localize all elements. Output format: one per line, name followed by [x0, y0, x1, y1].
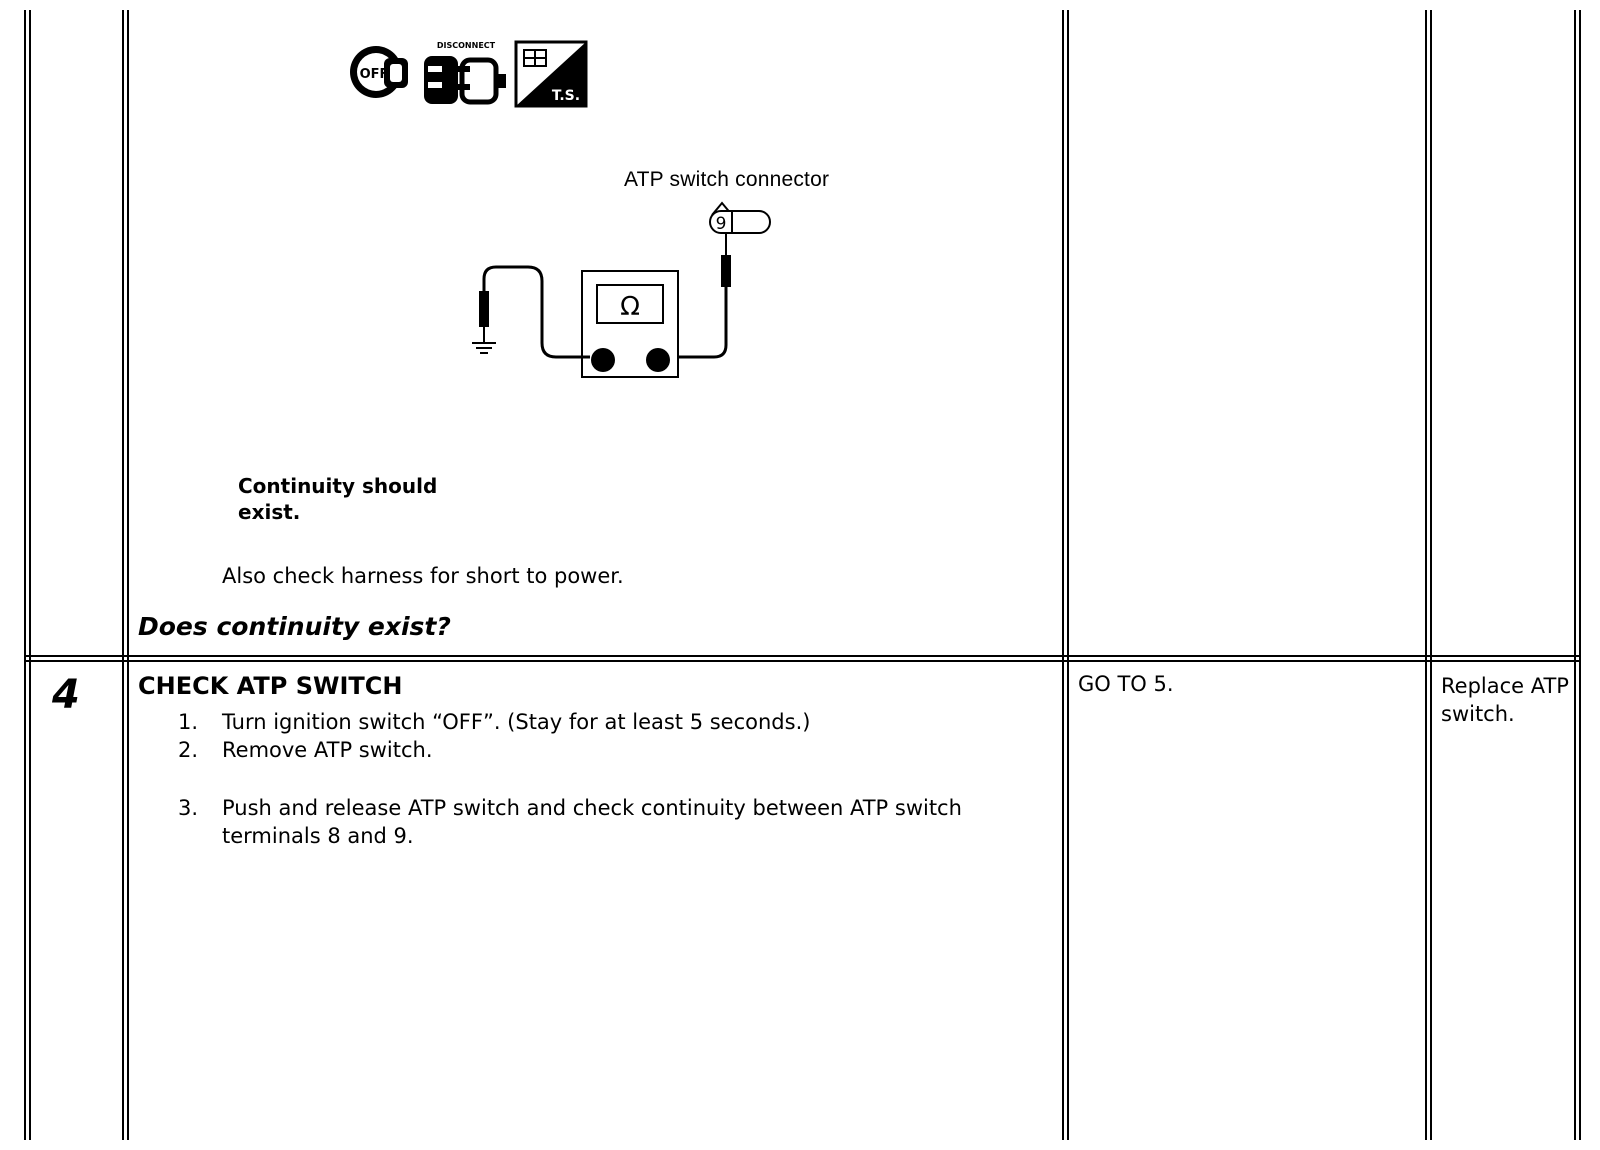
- svg-text:DISCONNECT: DISCONNECT: [437, 41, 496, 50]
- ok-action: GO TO 5.: [1078, 672, 1174, 696]
- procedure-item-number: 3.: [178, 796, 199, 820]
- additional-check: Also check harness for short to power.: [222, 564, 624, 588]
- column-divider-1: [122, 10, 129, 1140]
- step-question: Does continuity exist?: [138, 612, 451, 641]
- ohmmeter-diagram: 9 Ω: [470, 195, 810, 399]
- svg-text:T.S.: T.S.: [552, 88, 580, 104]
- procedure-item-text: Turn ignition switch “OFF”. (Stay for at…: [222, 710, 811, 734]
- column-divider-2: [1062, 10, 1069, 1140]
- terminal-number: 9: [716, 214, 727, 234]
- procedure-item: 2. Remove ATP switch.: [178, 736, 1058, 764]
- expected-result: Continuity should exist.: [238, 474, 438, 524]
- procedure-item-text: Remove ATP switch.: [222, 738, 433, 762]
- step-number: 4: [52, 672, 80, 718]
- test-tool-ts-icon: T.S.: [514, 40, 588, 108]
- procedure-item-text: Push and release ATP switch and check co…: [222, 796, 962, 848]
- procedure-item-number: 2.: [178, 738, 199, 762]
- service-icons: OFF DISCONNECT T.S.: [340, 38, 600, 108]
- ng-action: Replace ATP switch.: [1441, 674, 1569, 726]
- disconnect-connector-icon: DISCONNECT: [424, 41, 506, 105]
- ohmmeter: Ω: [581, 270, 679, 378]
- svg-text:OFF: OFF: [360, 67, 389, 82]
- column-divider-3: [1425, 10, 1432, 1140]
- atp-connector: 9: [709, 201, 771, 234]
- ignition-off-key-icon: OFF: [350, 46, 408, 98]
- ground-symbol: [472, 342, 496, 354]
- ohm-symbol: Ω: [620, 292, 640, 322]
- procedure-item: 1. Turn ignition switch “OFF”. (Stay for …: [178, 708, 1058, 736]
- row-divider: [24, 655, 1581, 662]
- table-border-left: [24, 10, 31, 1140]
- step-title: CHECK ATP SWITCH: [138, 672, 403, 700]
- service-icons-graphic: OFF DISCONNECT T.S.: [350, 40, 588, 108]
- connector-label: ATP switch connector: [624, 168, 830, 191]
- procedure-list: 1. Turn ignition switch “OFF”. (Stay for …: [178, 708, 1058, 850]
- procedure-item: 3. Push and release ATP switch and check …: [178, 794, 1058, 850]
- table-border-right: [1574, 10, 1581, 1140]
- procedure-item-number: 1.: [178, 710, 199, 734]
